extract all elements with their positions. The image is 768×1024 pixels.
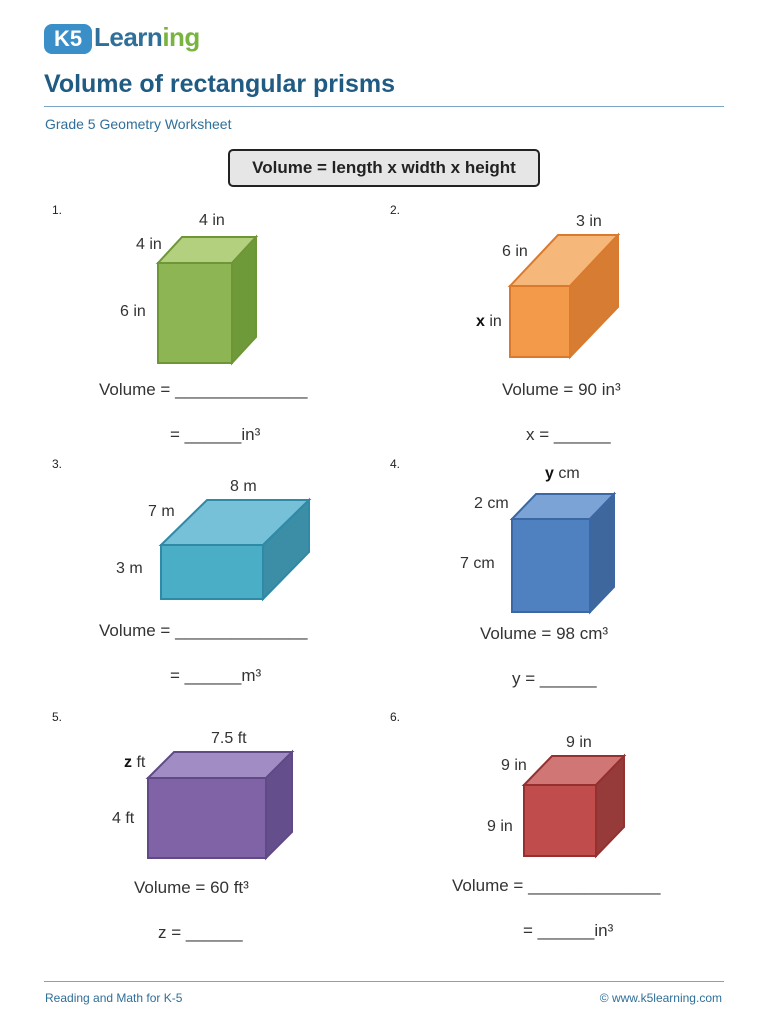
top-length-label: 4 in: [199, 212, 225, 229]
logo-k5-badge: K5: [44, 24, 92, 54]
units-answer-line[interactable]: = ______in³: [523, 921, 614, 940]
prism-6: [521, 753, 627, 859]
page-title: Volume of rectangular prisms: [44, 70, 396, 98]
footer-website-link[interactable]: © www.k5learning.com: [599, 991, 722, 1005]
depth-label: 2 cm: [474, 495, 509, 512]
footer-divider: [44, 981, 724, 982]
top-length-label: 7.5 ft: [211, 730, 247, 747]
unknown-answer-line[interactable]: y = ______: [512, 669, 597, 688]
logo-wordmark: Learning: [94, 22, 200, 53]
problem-number: 3.: [52, 457, 63, 471]
unit-text: in: [484, 313, 502, 330]
height-label: 4 ft: [112, 810, 135, 827]
prism-5: [145, 749, 295, 861]
prism-2: [507, 232, 621, 360]
given-volume: Volume = 98 cm³: [480, 624, 609, 643]
height-label: 9 in: [487, 818, 513, 835]
depth-label: 4 in: [136, 236, 162, 253]
volume-answer-line[interactable]: Volume = ______________: [452, 876, 661, 895]
unknown-height-label: x in: [476, 313, 502, 331]
formula-box: Volume = length x width x height: [228, 149, 540, 187]
problem-number: 4.: [390, 457, 401, 471]
title-divider: [44, 106, 724, 107]
prism-3: [158, 497, 312, 602]
unknown-length-label: y cm: [545, 465, 580, 483]
variable-x: x: [476, 313, 485, 330]
k5-learning-logo: K5 Learning: [44, 14, 204, 58]
worksheet-subtitle: Grade 5 Geometry Worksheet: [45, 116, 232, 132]
prism-4: [509, 491, 617, 615]
unknown-answer-line[interactable]: x = ______: [526, 425, 611, 444]
height-label: 7 cm: [460, 555, 495, 572]
volume-answer-line[interactable]: Volume = ______________: [99, 380, 308, 399]
given-volume: Volume = 60 ft³: [134, 878, 249, 897]
problem-number: 1.: [52, 203, 63, 217]
top-length-label: 8 m: [230, 478, 257, 495]
problem-number: 6.: [390, 710, 401, 724]
logo-word-part: Learn: [94, 22, 163, 52]
depth-label: 7 m: [148, 503, 175, 520]
unit-text: ft: [132, 754, 146, 771]
height-label: 3 m: [116, 560, 143, 577]
top-length-label: 3 in: [576, 213, 602, 230]
given-volume: Volume = 90 in³: [502, 380, 621, 399]
units-answer-line[interactable]: = ______in³: [170, 425, 261, 444]
top-length-label: 9 in: [566, 734, 592, 751]
problem-number: 2.: [390, 203, 401, 217]
prism-1: [155, 234, 259, 366]
unknown-depth-label: z ft: [124, 754, 145, 772]
logo-word-part: ing: [162, 22, 200, 52]
variable-z: z: [124, 754, 132, 771]
volume-answer-line[interactable]: Volume = ______________: [99, 621, 308, 640]
problem-number: 5.: [52, 710, 63, 724]
unknown-answer-line[interactable]: z = ______: [158, 923, 243, 942]
height-label: 6 in: [120, 303, 146, 320]
depth-label: 6 in: [502, 243, 528, 260]
footer-tagline: Reading and Math for K-5: [45, 991, 183, 1005]
units-answer-line[interactable]: = ______m³: [170, 666, 262, 685]
depth-label: 9 in: [501, 757, 527, 774]
unit-text: cm: [553, 465, 580, 482]
variable-y: y: [545, 465, 554, 482]
